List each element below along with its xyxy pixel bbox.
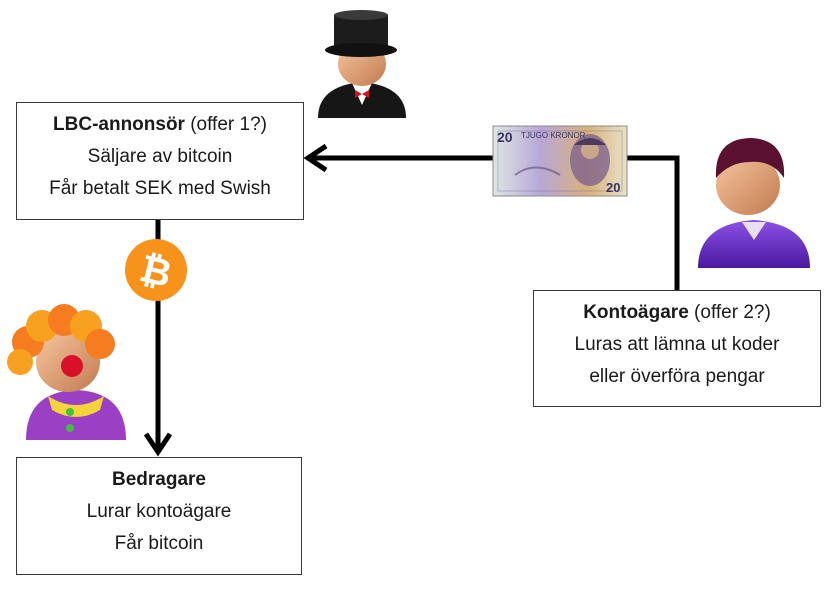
konto-line3: eller överföra pengar <box>589 366 765 387</box>
banknote-denomination-2: 20 <box>606 180 620 195</box>
bitcoin-icon: ₿ <box>125 239 187 301</box>
kontoagare-box: Kontoägare (offer 2?) Luras att lämna ut… <box>533 290 821 407</box>
banknote-icon <box>492 125 628 197</box>
bedragare-box: Bedragare Lurar kontoägare Får bitcoin <box>16 457 302 575</box>
bedr-title-line: Bedragare <box>17 464 301 496</box>
purple-person-icon <box>698 138 810 268</box>
konto-title: Kontoägare <box>583 302 689 323</box>
lbc-title-suffix: (offer 1?) <box>184 114 267 135</box>
bedr-title: Bedragare <box>112 469 206 490</box>
arrow-konto-to-lbc <box>303 143 680 290</box>
konto-title-line: Kontoägare (offer 2?) <box>534 297 820 329</box>
banknote-denomination: 20 <box>497 129 513 145</box>
lbc-title-line: LBC-annonsör (offer 1?) <box>17 109 303 141</box>
clown-icon <box>7 304 126 440</box>
lbc-line2: Säljare av bitcoin <box>87 146 233 167</box>
konto-line2: Luras att lämna ut koder <box>574 334 780 355</box>
lbc-title: LBC-annonsör <box>53 114 185 135</box>
lbc-line3: Får betalt SEK med Swish <box>49 178 271 199</box>
top-hat-person-icon <box>318 10 406 118</box>
lbc-box: LBC-annonsör (offer 1?) Säljare av bitco… <box>16 102 304 220</box>
bedr-line3: Får bitcoin <box>114 533 204 554</box>
banknote-text: TJUGO KRONOR <box>521 131 586 140</box>
bedr-line2: Lurar kontoägare <box>86 501 232 522</box>
konto-title-suffix: (offer 2?) <box>688 302 771 323</box>
